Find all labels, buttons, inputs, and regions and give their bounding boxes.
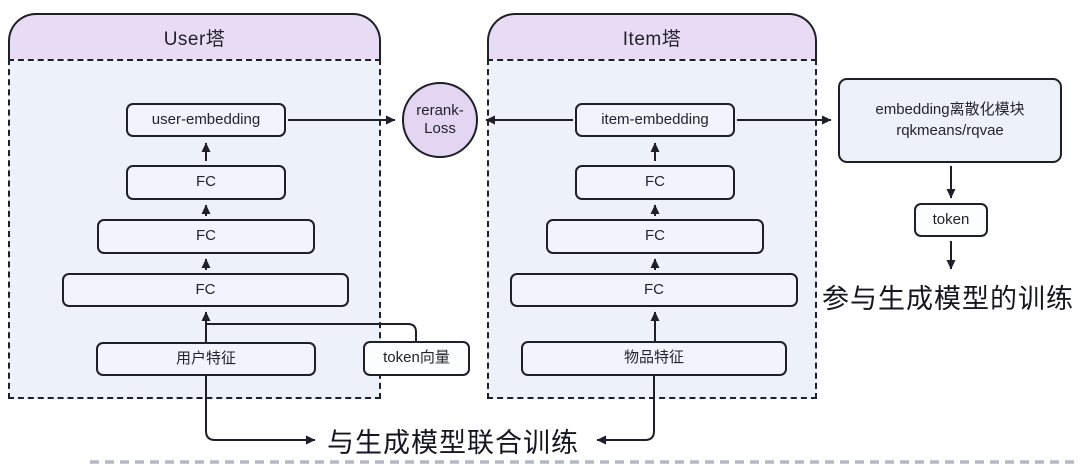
arrow-user-features-to-joint-training	[205, 376, 316, 445]
item-embedding-node: item-embedding	[575, 103, 735, 137]
rerank-loss-line1: rerank-	[416, 102, 464, 119]
token-vector-node: token向量	[363, 341, 470, 376]
user-fc3-node: FC	[62, 273, 349, 307]
token-node: token	[914, 203, 988, 237]
right-training-annotation: 参与生成模型的训练	[822, 284, 1074, 314]
rerank-loss-line2: Loss	[424, 120, 456, 137]
user-features-node: 用户特征	[96, 342, 316, 376]
item-tower-title: Item塔	[622, 28, 682, 50]
item-fc2-node: FC	[546, 219, 764, 254]
arrow-item-features-to-joint-training	[596, 376, 655, 445]
discretize-module-line1: embedding离散化模块	[875, 101, 1025, 118]
user-tower-title: User塔	[163, 28, 226, 50]
rerank-loss-node: rerank- Loss	[402, 82, 478, 158]
item-features-node: 物品特征	[521, 341, 787, 376]
embedding-discretize-module: embedding离散化模块 rqkmeans/rqvae	[838, 78, 1062, 163]
user-embedding-node: user-embedding	[126, 103, 286, 137]
user-fc1-node: FC	[126, 165, 286, 200]
discretize-module-line2: rqkmeans/rqvae	[896, 121, 1004, 139]
wire-token-vector-join	[207, 323, 417, 341]
user-fc2-node: FC	[97, 219, 315, 254]
item-fc1-node: FC	[575, 165, 735, 200]
user-tower-header: User塔	[8, 13, 381, 59]
joint-training-annotation: 与生成模型联合训练	[327, 428, 579, 458]
item-tower-header: Item塔	[487, 13, 817, 59]
item-fc3-node: FC	[510, 273, 798, 307]
